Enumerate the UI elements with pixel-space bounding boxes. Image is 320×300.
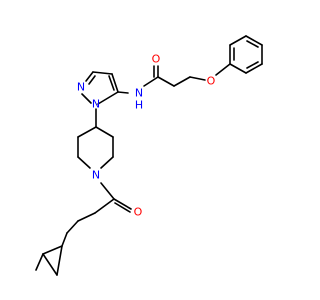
atom-label-o-ether: O — [207, 75, 216, 88]
methylcyclopropyl — [35, 232, 68, 276]
atom-label-n-amide: N — [135, 87, 143, 100]
phenyl-ring — [229, 35, 263, 74]
atom-label-n-pyrazole-bottom: N — [92, 98, 100, 111]
phenoxy-propanoyl-chain — [143, 63, 231, 87]
atom-label-h-amide: H — [135, 99, 143, 112]
atom-label-o-ketone: O — [134, 206, 143, 219]
atom-label-o-amide: O — [152, 53, 161, 66]
molecule-structure-diagram: O O N H N N N O — [35, 35, 263, 276]
atom-label-n-pyrazole-top: N — [77, 81, 85, 94]
pyrazole-ring — [81, 71, 119, 105]
amide-to-pyrazole-bond — [117, 91, 129, 94]
acyl-chain — [66, 182, 132, 234]
piperidine-ring — [77, 126, 114, 169]
atom-label-n-piperidine: N — [92, 169, 100, 182]
